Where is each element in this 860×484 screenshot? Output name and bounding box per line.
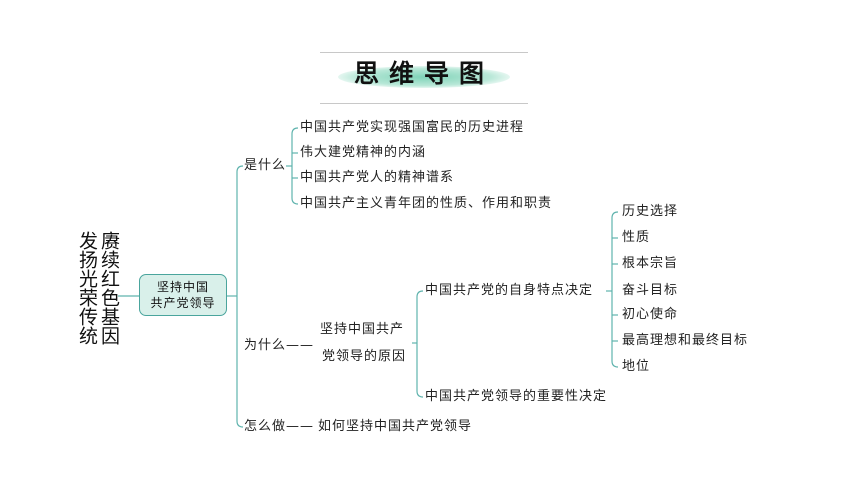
self-item-2: 性质 (622, 230, 651, 245)
side-title-column-1: 发扬光荣传统 (75, 231, 98, 345)
central-node: 坚持中国 共产党领导 (139, 274, 227, 316)
what-item-1: 中国共产党实现强国富民的历史进程 (300, 120, 525, 135)
self-item-7: 地位 (622, 359, 651, 374)
what-item-2: 伟大建党精神的内涵 (300, 145, 427, 160)
self-characteristics-node: 中国共产党的自身特点决定 (425, 283, 594, 298)
branch-why-label: 为什么—— (244, 338, 315, 353)
side-title-column-2: 赓续红色基因 (97, 231, 120, 345)
branch-how-label: 怎么做—— (244, 419, 315, 434)
title-bottom-rule (320, 103, 528, 104)
why-reason-line-1: 坚持中国共产 (320, 322, 405, 337)
central-node-line-1: 坚持中国 (156, 280, 209, 294)
self-item-5: 初心使命 (622, 307, 679, 322)
self-item-1: 历史选择 (622, 204, 679, 219)
side-title-line-2: 赓续红色基因 (98, 231, 120, 345)
title-top-rule (320, 52, 528, 53)
side-title-line-1: 发扬光荣传统 (76, 231, 98, 345)
branch-what-label: 是什么 (244, 158, 287, 173)
title-glow (338, 66, 510, 88)
what-item-3: 中国共产党人的精神谱系 (300, 170, 455, 185)
how-item: 如何坚持中国共产党领导 (318, 419, 473, 434)
what-item-4: 中国共产主义青年团的性质、作用和职责 (300, 196, 553, 211)
page-title: 思维导图 (353, 59, 494, 88)
why-reason-line-2: 党领导的原因 (322, 349, 407, 364)
self-item-3: 根本宗旨 (622, 256, 679, 271)
importance-node: 中国共产党领导的重要性决定 (425, 389, 608, 404)
central-node-line-2: 共产党领导 (150, 296, 216, 310)
title-banner: 思维导图 (320, 52, 528, 104)
self-item-6: 最高理想和最终目标 (622, 333, 749, 348)
self-item-4: 奋斗目标 (622, 283, 679, 298)
